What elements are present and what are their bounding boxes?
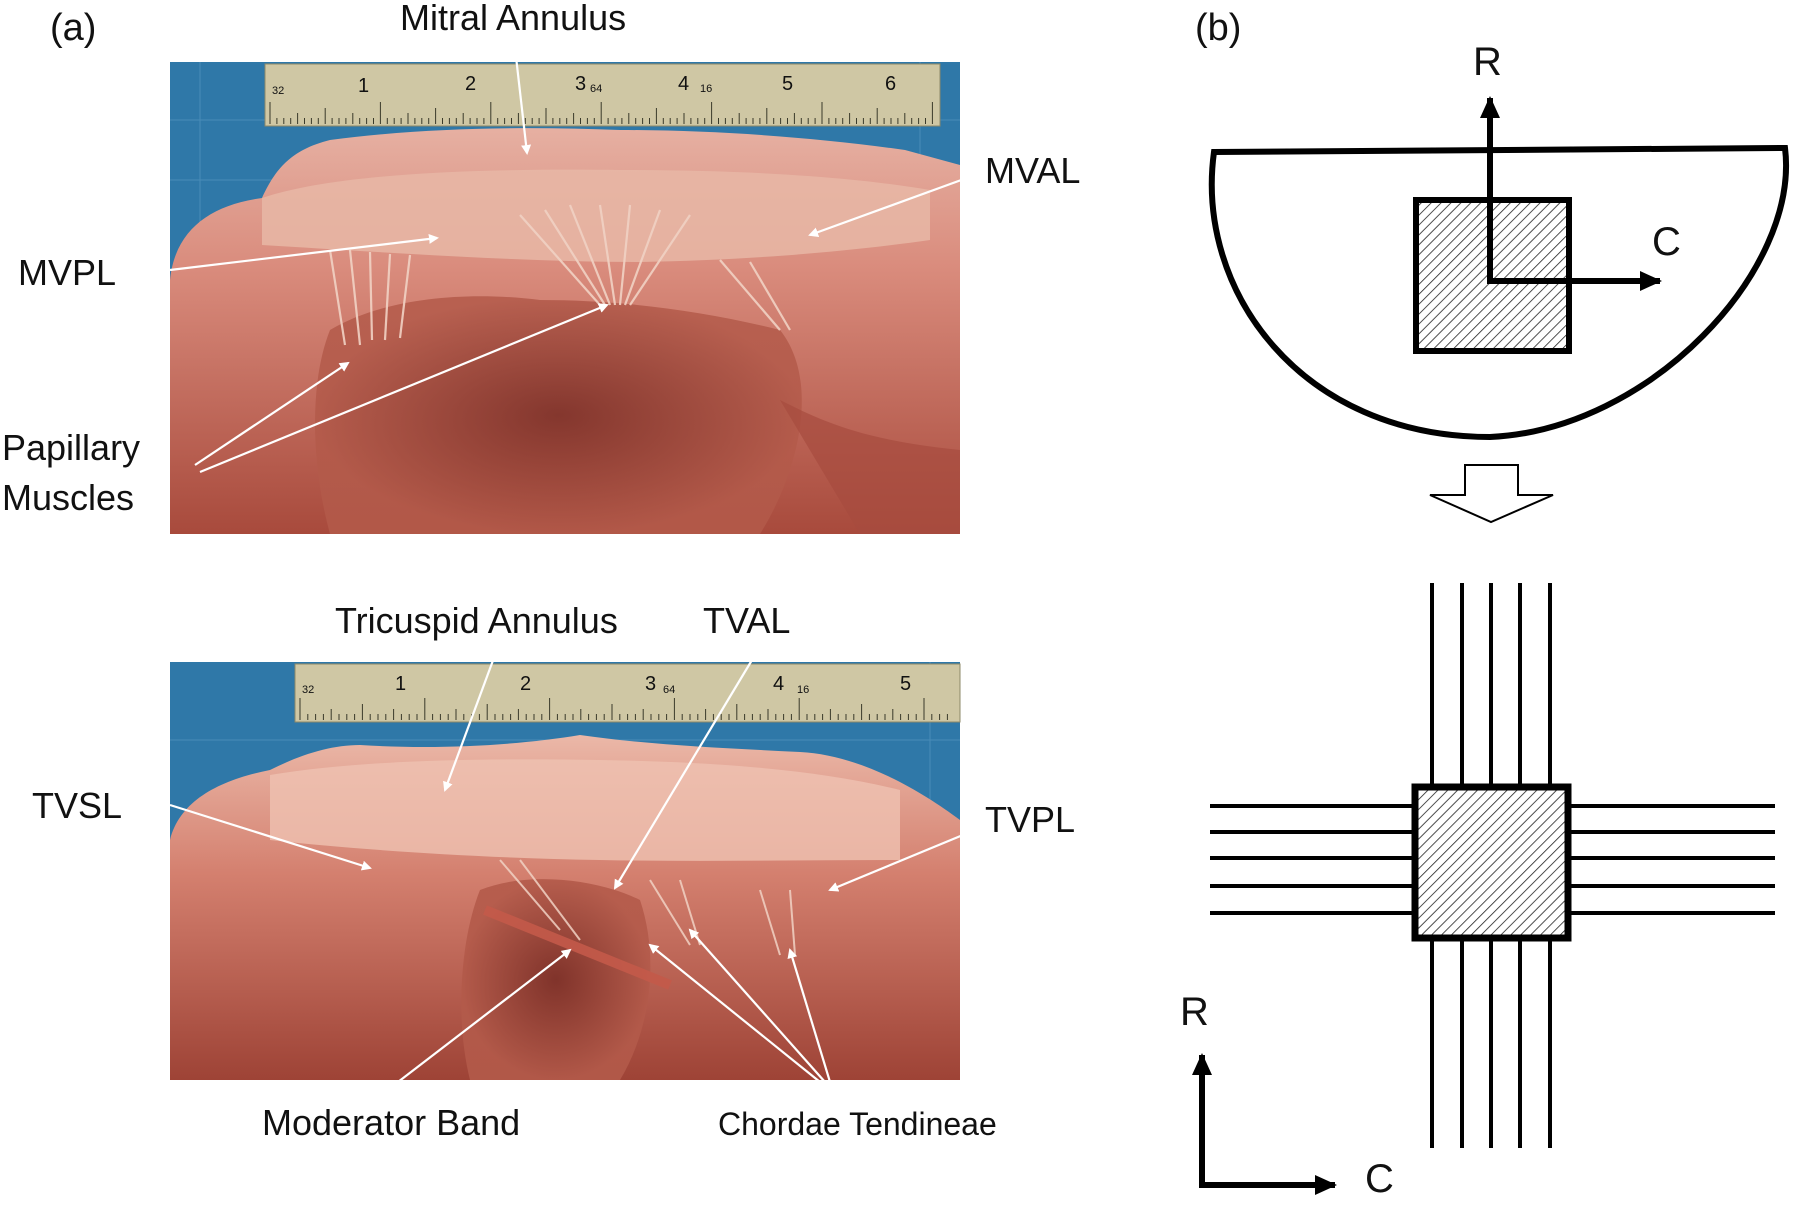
ruler-top-num-2: 2	[465, 73, 476, 95]
ruler-top-num-1: 1	[358, 75, 369, 97]
label-papillary: Papillary	[2, 427, 140, 468]
arrow-chordae-3	[787, 948, 832, 1083]
ruler-bottom-small-2: 64	[663, 684, 675, 696]
ruler-top-small-2: 64	[590, 83, 602, 95]
ruler-bottom: 32 1 2 3 64 4 16 5	[294, 663, 961, 723]
arrow-papillary-1	[194, 361, 350, 466]
ruler-top-num-3: 3	[575, 73, 586, 95]
arrow-mvpl	[169, 233, 439, 272]
specimen-square-bottom	[1411, 783, 1572, 942]
ruler-top-small-3: 16	[700, 83, 712, 95]
transition-arrow	[1429, 464, 1554, 524]
label-tvsl: TVSL	[32, 785, 122, 826]
biaxial-specimen	[1210, 583, 1775, 1148]
label-tvpl: TVPL	[985, 799, 1075, 840]
panel-a-tag: (a)	[50, 7, 96, 49]
axis-c-label-top: C	[1652, 220, 1681, 264]
ruler-bottom-num-3: 3	[645, 673, 656, 695]
leaflet-outline	[1208, 144, 1790, 441]
axis-r-label-top: R	[1473, 40, 1502, 84]
label-mitral-annulus: Mitral Annulus	[400, 0, 626, 38]
arrow-papillary-2	[199, 303, 609, 474]
arrow-chordae-1	[648, 943, 821, 1083]
label-moderator-band: Moderator Band	[262, 1102, 520, 1143]
ruler-bottom-num-2: 2	[520, 673, 531, 695]
arrow-moderator-band	[397, 948, 572, 1083]
arrow-tricuspid-annulus	[443, 654, 497, 792]
ruler-bottom-small-3: 16	[797, 684, 809, 696]
axis-r-label-bottom: R	[1180, 990, 1209, 1034]
arrow-mitral-annulus	[513, 47, 532, 155]
mitral-valve-photo: 32 1 2 3 64 4 16 5 6	[170, 62, 960, 534]
ruler-top-num-6: 6	[885, 73, 896, 95]
label-mval: MVAL	[985, 150, 1080, 191]
axis-c-label-bottom: C	[1365, 1157, 1394, 1201]
ruler-bottom-num-4: 4	[773, 673, 784, 695]
ruler-top: 32 1 2 3 64 4 16 5 6	[264, 63, 941, 127]
tricuspid-valve-photo: 32 1 2 3 64 4 16 5	[170, 662, 961, 1080]
ruler-bottom-small-1: 32	[302, 684, 314, 696]
ruler-top-num-4: 4	[678, 73, 689, 95]
label-tval: TVAL	[703, 600, 790, 641]
ruler-bottom-num-5: 5	[900, 673, 911, 695]
ruler-bottom-num-1: 1	[395, 673, 406, 695]
label-chordae-tendineae: Chordae Tendineae	[718, 1106, 997, 1142]
arrow-tvpl	[828, 828, 976, 892]
ruler-top-num-5: 5	[782, 73, 793, 95]
label-mvpl: MVPL	[18, 252, 116, 293]
arrow-chordae-2	[688, 928, 826, 1083]
arrow-tvsl	[169, 803, 372, 871]
arrow-mval	[808, 173, 976, 237]
ruler-top-small-1: 32	[272, 85, 284, 97]
label-muscles: Muscles	[2, 477, 134, 518]
panel-b-tag: (b)	[1195, 7, 1241, 49]
label-tricuspid-annulus: Tricuspid Annulus	[335, 600, 618, 641]
arrow-tval	[613, 654, 756, 890]
